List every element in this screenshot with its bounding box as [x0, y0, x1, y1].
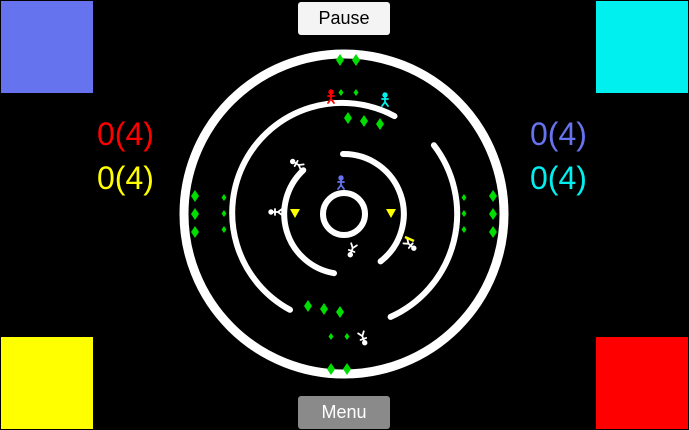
gem-diamond-icon	[489, 226, 497, 238]
red-score: 0(4)	[97, 116, 154, 152]
yellow-player-pad[interactable]	[1, 337, 93, 429]
pause-button[interactable]: Pause	[298, 2, 390, 35]
cyan-score: 0(4)	[530, 160, 587, 196]
gem-diamond-icon	[191, 208, 199, 220]
gem-diamond-icon	[191, 226, 199, 238]
yellow-score: 0(4)	[97, 160, 154, 196]
gem-diamond-icon	[461, 210, 467, 217]
white-runner-icon	[267, 208, 283, 216]
red-player-pad[interactable]	[596, 337, 688, 429]
gem-diamond-icon	[221, 194, 227, 201]
gem-diamond-icon	[343, 363, 351, 375]
gem-diamond-icon	[191, 190, 199, 202]
gem-diamond-icon	[344, 112, 352, 124]
middle-arc-wall	[229, 99, 398, 313]
white-runner-icon	[357, 330, 370, 347]
blue-score: 0(4)	[530, 116, 587, 152]
gem-diamond-icon	[304, 300, 312, 312]
yellow-shield-icon	[386, 209, 396, 218]
gem-diamond-icon	[360, 115, 368, 127]
center-ring	[320, 190, 368, 238]
gem-diamond-icon	[338, 89, 344, 96]
outer-ring	[179, 49, 509, 379]
inner-arc-wall-right	[340, 150, 407, 265]
yellow-shield-icon	[290, 209, 300, 218]
cyan-player-pad[interactable]	[596, 1, 688, 93]
gem-diamond-icon	[352, 54, 360, 66]
gem-diamond-icon	[489, 190, 497, 202]
blue-runner-icon	[337, 174, 345, 190]
gem-diamond-icon	[328, 333, 334, 340]
white-runner-icon	[345, 242, 358, 259]
menu-button[interactable]: Menu	[298, 396, 390, 429]
gem-diamond-icon	[376, 118, 384, 130]
gem-diamond-icon	[489, 208, 497, 220]
gem-diamond-icon	[336, 54, 344, 66]
yellow-runner-flag-icon	[404, 235, 415, 243]
gem-diamond-icon	[327, 363, 335, 375]
blue-player-pad[interactable]	[1, 1, 93, 93]
gem-diamond-icon	[336, 306, 344, 318]
gem-diamond-icon	[221, 226, 227, 233]
cyan-runner-icon	[381, 91, 389, 107]
gem-diamond-icon	[461, 194, 467, 201]
right-arc-wall	[387, 142, 461, 320]
inner-arc-wall-left	[281, 167, 337, 277]
gem-diamond-icon	[353, 89, 359, 96]
gem-diamond-icon	[461, 226, 467, 233]
white-runner-icon	[402, 237, 419, 253]
gem-diamond-icon	[320, 303, 328, 315]
gem-diamond-icon	[221, 210, 227, 217]
gem-diamond-icon	[344, 333, 350, 340]
